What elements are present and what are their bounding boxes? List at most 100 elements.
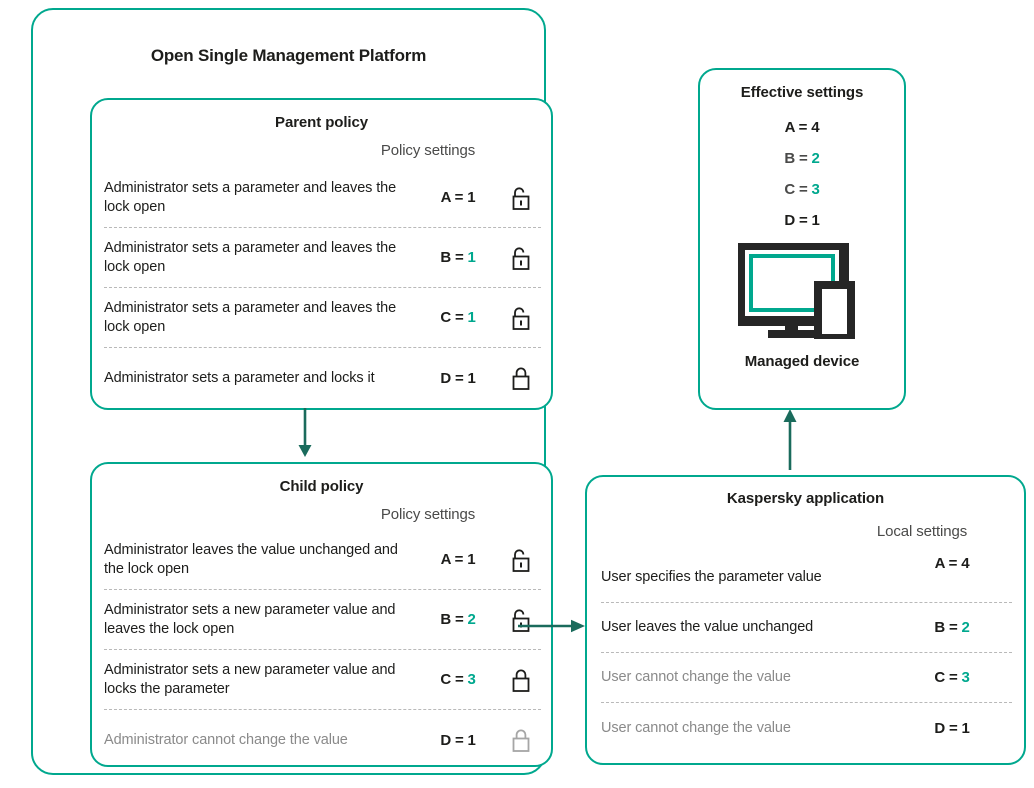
row-value-key: A = [440,551,464,568]
row-value: D = 1 [415,732,501,749]
row-value: B = 1 [415,249,501,266]
effective-value-row: B = 2 [700,150,904,167]
open-single-management-platform-container: Open Single Management Platform Parent p… [31,8,553,775]
child-policy-title: Child policy [279,478,364,495]
row-value-key: B = [440,611,464,628]
row-value-key: C = [440,309,464,326]
table-row: Administrator sets a new parameter value… [104,590,541,650]
row-value-number: 1 [467,249,476,266]
managed-device-icon [738,243,855,339]
row-label: Administrator sets a new parameter value… [104,601,396,637]
child-policy-rows: Administrator leaves the value unchanged… [104,530,541,770]
row-value-number: 1 [467,731,476,749]
arrow-application-to-effective [780,408,800,470]
kaspersky-application-box: Kaspersky application Local settings Use… [585,475,1026,765]
table-row: Administrator sets a new parameter value… [104,650,541,710]
row-label: Administrator cannot change the value [104,731,348,748]
table-row: Administrator sets a parameter and leave… [104,168,541,228]
row-value: C = 1 [415,309,501,326]
effective-value-number: 1 [811,212,820,229]
table-row: Administrator sets a parameter and leave… [104,228,541,288]
row-value-key: D = [934,719,958,737]
row-label: User specifies the parameter value [601,569,822,586]
row-value-key: D = [440,731,464,749]
parent-policy-title: Parent policy [275,114,368,131]
row-value-number: 2 [467,611,476,628]
row-value-number: 2 [961,619,970,636]
child-policy-settings-header: Policy settings [380,506,476,523]
row-value-key: C = [440,671,464,688]
row-label: Administrator sets a parameter and leave… [104,239,397,275]
effective-value-key: D = [784,212,808,229]
row-value: A = 4 [892,555,1012,572]
effective-value-row: A = 4 [700,119,904,136]
row-value: B = 2 [415,611,501,628]
managed-device-caption: Managed device [744,353,860,370]
table-row: User specifies the parameter value A = 4 [601,553,1012,603]
kaspersky-application-title: Kaspersky application [726,490,885,507]
lock-open-icon[interactable] [501,185,541,211]
effective-value-key: C = [784,181,808,198]
lock-closed-icon[interactable] [501,667,541,693]
effective-settings-title: Effective settings [740,84,864,101]
row-value-key: B = [934,619,958,636]
parent-policy-rows: Administrator sets a parameter and leave… [104,168,541,408]
parent-policy-box: Parent policy Policy settings Administra… [90,98,553,410]
row-label: Administrator sets a new parameter value… [104,661,396,697]
row-value: D = 1 [892,720,1012,737]
table-row: Administrator cannot change the value D … [104,710,541,770]
effective-settings-box: Effective settings A = 4 B = 2 C = 3 D =… [698,68,906,410]
row-value-number: 4 [961,555,970,572]
row-value-number: 3 [961,669,970,686]
effective-value-key: B = [784,150,808,167]
lock-closed-icon[interactable] [501,365,541,391]
table-row: Administrator sets a parameter and leave… [104,288,541,348]
row-value: A = 1 [415,189,501,206]
arrow-child-to-application [518,617,588,635]
effective-value-number: 2 [811,150,820,167]
lock-open-icon[interactable] [501,305,541,331]
effective-value-key: A = [784,119,808,136]
lock-open-icon[interactable] [501,547,541,573]
table-row: User leaves the value unchanged B = 2 [601,603,1012,653]
platform-title: Open Single Management Platform [150,46,427,65]
effective-value-row: C = 3 [700,181,904,198]
row-label: Administrator sets a parameter and leave… [104,179,397,215]
row-value-number: 3 [467,671,476,688]
row-label: User leaves the value unchanged [601,619,814,636]
row-value: C = 3 [415,671,501,688]
lock-open-icon[interactable] [501,245,541,271]
child-policy-box: Child policy Policy settings Administrat… [90,462,553,767]
row-label: Administrator sets a parameter and locks… [104,369,375,386]
arrow-parent-to-child [295,408,315,458]
effective-settings-values: A = 4 B = 2 C = 3 D = 1 [700,119,904,229]
effective-value-number: 3 [811,181,820,198]
row-value: C = 3 [892,669,1012,686]
table-row: Administrator sets a parameter and locks… [104,348,541,408]
row-value: A = 1 [415,551,501,568]
row-label: User cannot change the value [601,719,791,736]
lock-open-icon[interactable] [501,607,541,633]
effective-value-number: 4 [811,119,820,136]
table-row: User cannot change the value D = 1 [601,703,1012,753]
effective-value-row: D = 1 [700,212,904,229]
table-row: Administrator leaves the value unchanged… [104,530,541,590]
local-settings-header: Local settings [876,523,968,540]
parent-policy-settings-header: Policy settings [380,142,476,159]
row-label: Administrator sets a parameter and leave… [104,299,397,335]
lock-closed-icon [501,727,541,753]
row-value: B = 2 [892,619,1012,636]
row-value-key: D = [440,369,464,387]
row-label: Administrator leaves the value unchanged… [104,541,398,577]
row-value-number: 1 [961,719,970,737]
row-value-number: 1 [467,551,476,568]
row-value: D = 1 [415,370,501,387]
row-label: User cannot change the value [601,669,791,686]
row-value-key: A = [934,555,958,572]
kaspersky-application-rows: User specifies the parameter value A = 4… [601,553,1012,753]
row-value-number: 1 [467,309,476,326]
row-value-key: A = [440,189,464,206]
row-value-key: C = [934,669,958,686]
row-value-key: B = [440,249,464,266]
